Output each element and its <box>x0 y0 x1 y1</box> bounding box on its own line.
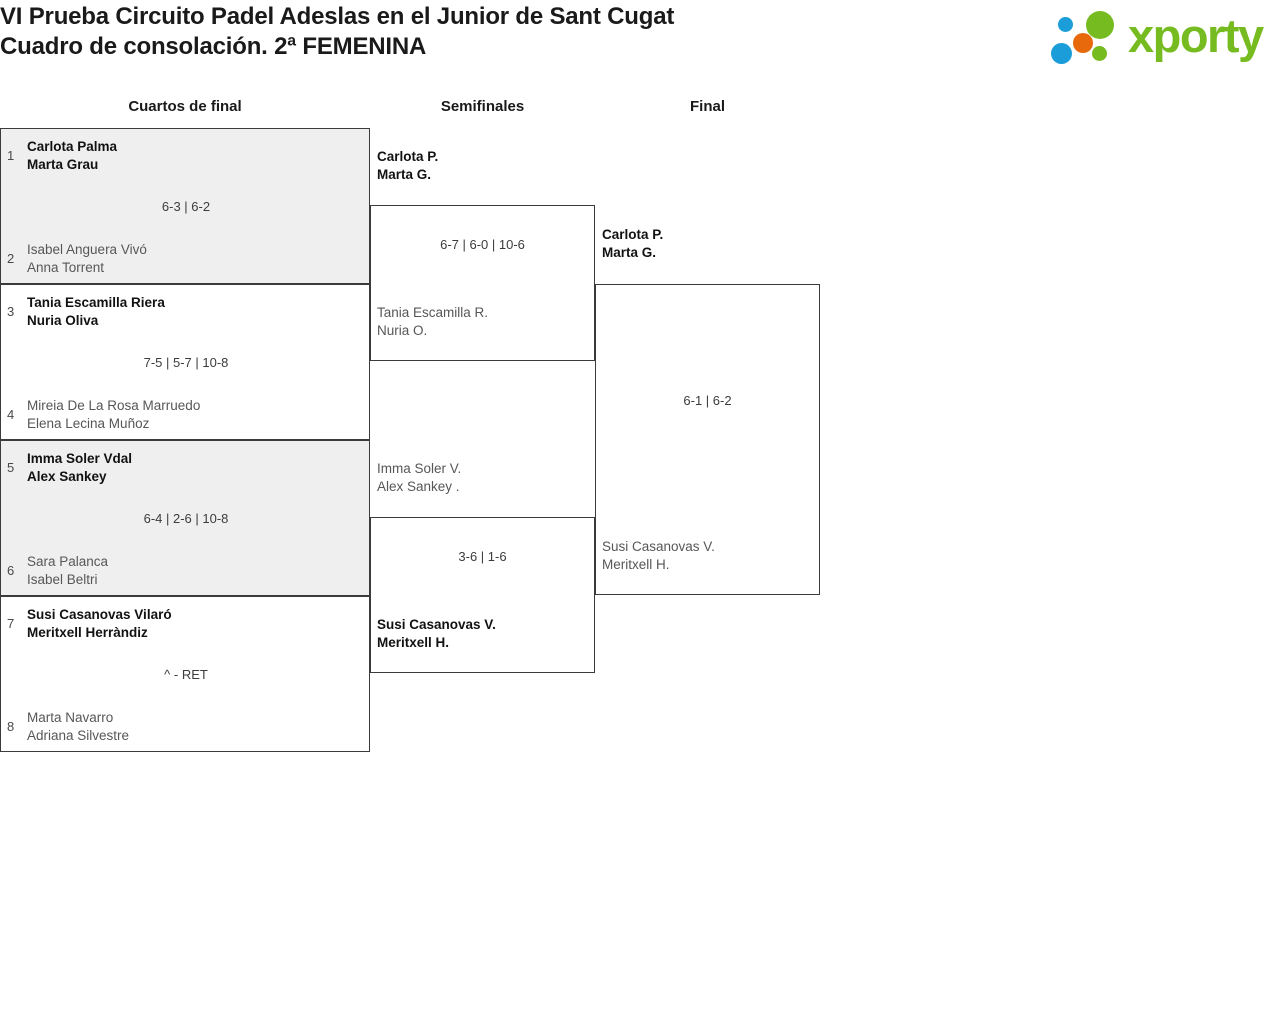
player-name: Mireia De La Rosa Marruedo <box>27 398 201 413</box>
sf1-team-slot-top[interactable]: Carlota P. Marta G. <box>377 148 438 183</box>
player-name: Tania Escamilla R. <box>377 305 489 320</box>
sf1-team-slot-bottom[interactable]: Tania Escamilla R. Nuria O. <box>377 304 488 339</box>
match-score: 6-3 | 6-2 <box>161 199 211 214</box>
seed-number: 2 <box>7 251 15 266</box>
player-name: Isabel Anguera Vivó <box>27 242 147 257</box>
dot-orange <box>1073 33 1093 53</box>
player-name: Alex Sankey <box>27 468 107 484</box>
seed-number: 6 <box>7 563 15 578</box>
player-name: Alex Sankey . <box>377 478 460 494</box>
team-slot-top[interactable]: Imma Soler Vdal Alex Sankey <box>27 450 361 485</box>
logo-dots-icon <box>1048 10 1130 64</box>
player-name: Marta G. <box>602 244 657 260</box>
player-name: Carlota P. <box>602 227 664 242</box>
xporty-logo[interactable]: xporty <box>1040 6 1272 64</box>
title-line-2: Cuadro de consolación. 2ª FEMENINA <box>0 33 427 60</box>
player-name: Isabel Beltri <box>27 571 98 587</box>
seed-number: 4 <box>7 407 15 422</box>
column-header-quarterfinals: Cuartos de final <box>128 98 242 115</box>
team-slot-top[interactable]: Tania Escamilla Riera Nuria Oliva <box>27 294 361 329</box>
player-name: Elena Lecina Muñoz <box>27 415 150 431</box>
player-name: Meritxell Herràndiz <box>27 624 148 640</box>
player-name: Carlota Palma <box>27 139 118 154</box>
player-name: Imma Soler Vdal <box>27 451 133 466</box>
match-score: 7-5 | 5-7 | 10-8 <box>143 355 229 370</box>
sf2-team-slot-bottom[interactable]: Susi Casanovas V. Meritxell H. <box>377 616 496 651</box>
final-team-slot-bottom[interactable]: Susi Casanovas V. Meritxell H. <box>602 538 715 573</box>
match-box-qf-2[interactable]: 3 Tania Escamilla Riera Nuria Oliva 7-5 … <box>0 284 370 440</box>
dot-blue-small <box>1058 17 1073 32</box>
match-box-final[interactable]: 6-1 | 6-2 Susi Casanovas V. Meritxell H. <box>595 284 820 595</box>
match-box-sf-1[interactable]: 6-7 | 6-0 | 10-6 Tania Escamilla R. Nuri… <box>370 205 595 361</box>
dot-green-large <box>1086 11 1114 39</box>
team-slot-top[interactable]: Carlota Palma Marta Grau <box>27 138 361 173</box>
team-slot-bottom[interactable]: Sara Palanca Isabel Beltri <box>27 553 361 588</box>
team-slot-bottom[interactable]: Isabel Anguera Vivó Anna Torrent <box>27 241 361 276</box>
match-score: ^ - RET <box>164 667 208 682</box>
player-name: Nuria Oliva <box>27 312 99 328</box>
dot-blue-large <box>1051 43 1072 64</box>
dot-green-small <box>1092 46 1107 61</box>
column-header-semifinals: Semifinales <box>440 98 525 115</box>
match-box-qf-1[interactable]: 1 Carlota Palma Marta Grau 6-3 | 6-2 2 I… <box>0 128 370 284</box>
team-slot-top[interactable]: Susi Casanovas Vilaró Meritxell Herràndi… <box>27 606 361 641</box>
seed-number: 1 <box>7 148 15 163</box>
player-name: Anna Torrent <box>27 259 105 275</box>
match-box-sf-2[interactable]: 3-6 | 1-6 Susi Casanovas V. Meritxell H. <box>370 517 595 673</box>
match-score: 6-4 | 2-6 | 10-8 <box>143 511 229 526</box>
player-name: Susi Casanovas V. <box>377 617 496 632</box>
player-name: Imma Soler V. <box>377 461 462 476</box>
player-name: Meritxell H. <box>602 556 670 572</box>
match-box-qf-4[interactable]: 7 Susi Casanovas Vilaró Meritxell Herràn… <box>0 596 370 752</box>
match-score: 3-6 | 1-6 <box>458 549 507 564</box>
seed-number: 8 <box>7 719 15 734</box>
team-slot-bottom[interactable]: Marta Navarro Adriana Silvestre <box>27 709 361 744</box>
player-name: Susi Casanovas V. <box>602 539 715 554</box>
match-score: 6-7 | 6-0 | 10-6 <box>440 237 525 252</box>
seed-number: 5 <box>7 460 15 475</box>
player-name: Marta G. <box>377 166 432 182</box>
player-name: Susi Casanovas Vilaró <box>27 607 172 622</box>
player-name: Marta Grau <box>27 156 99 172</box>
player-name: Nuria O. <box>377 322 428 338</box>
player-name: Meritxell H. <box>377 634 450 650</box>
match-box-qf-3[interactable]: 5 Imma Soler Vdal Alex Sankey 6-4 | 2-6 … <box>0 440 370 596</box>
match-score: 6-1 | 6-2 <box>683 393 732 408</box>
seed-number: 3 <box>7 304 15 319</box>
player-name: Adriana Silvestre <box>27 727 130 743</box>
column-header-final: Final <box>689 98 725 115</box>
seed-number: 7 <box>7 616 15 631</box>
sf2-team-slot-top[interactable]: Imma Soler V. Alex Sankey . <box>377 460 461 495</box>
logo-wordmark: xporty <box>1128 9 1264 62</box>
player-name: Sara Palanca <box>27 554 109 569</box>
final-team-slot-top[interactable]: Carlota P. Marta G. <box>602 226 663 261</box>
page-title: VI Prueba Circuito Padel Adeslas en el J… <box>0 2 900 62</box>
team-slot-bottom[interactable]: Mireia De La Rosa Marruedo Elena Lecina … <box>27 397 361 432</box>
player-name: Carlota P. <box>377 149 439 164</box>
title-line-1: VI Prueba Circuito Padel Adeslas en el J… <box>0 3 675 30</box>
player-name: Tania Escamilla Riera <box>27 295 165 310</box>
player-name: Marta Navarro <box>27 710 114 725</box>
